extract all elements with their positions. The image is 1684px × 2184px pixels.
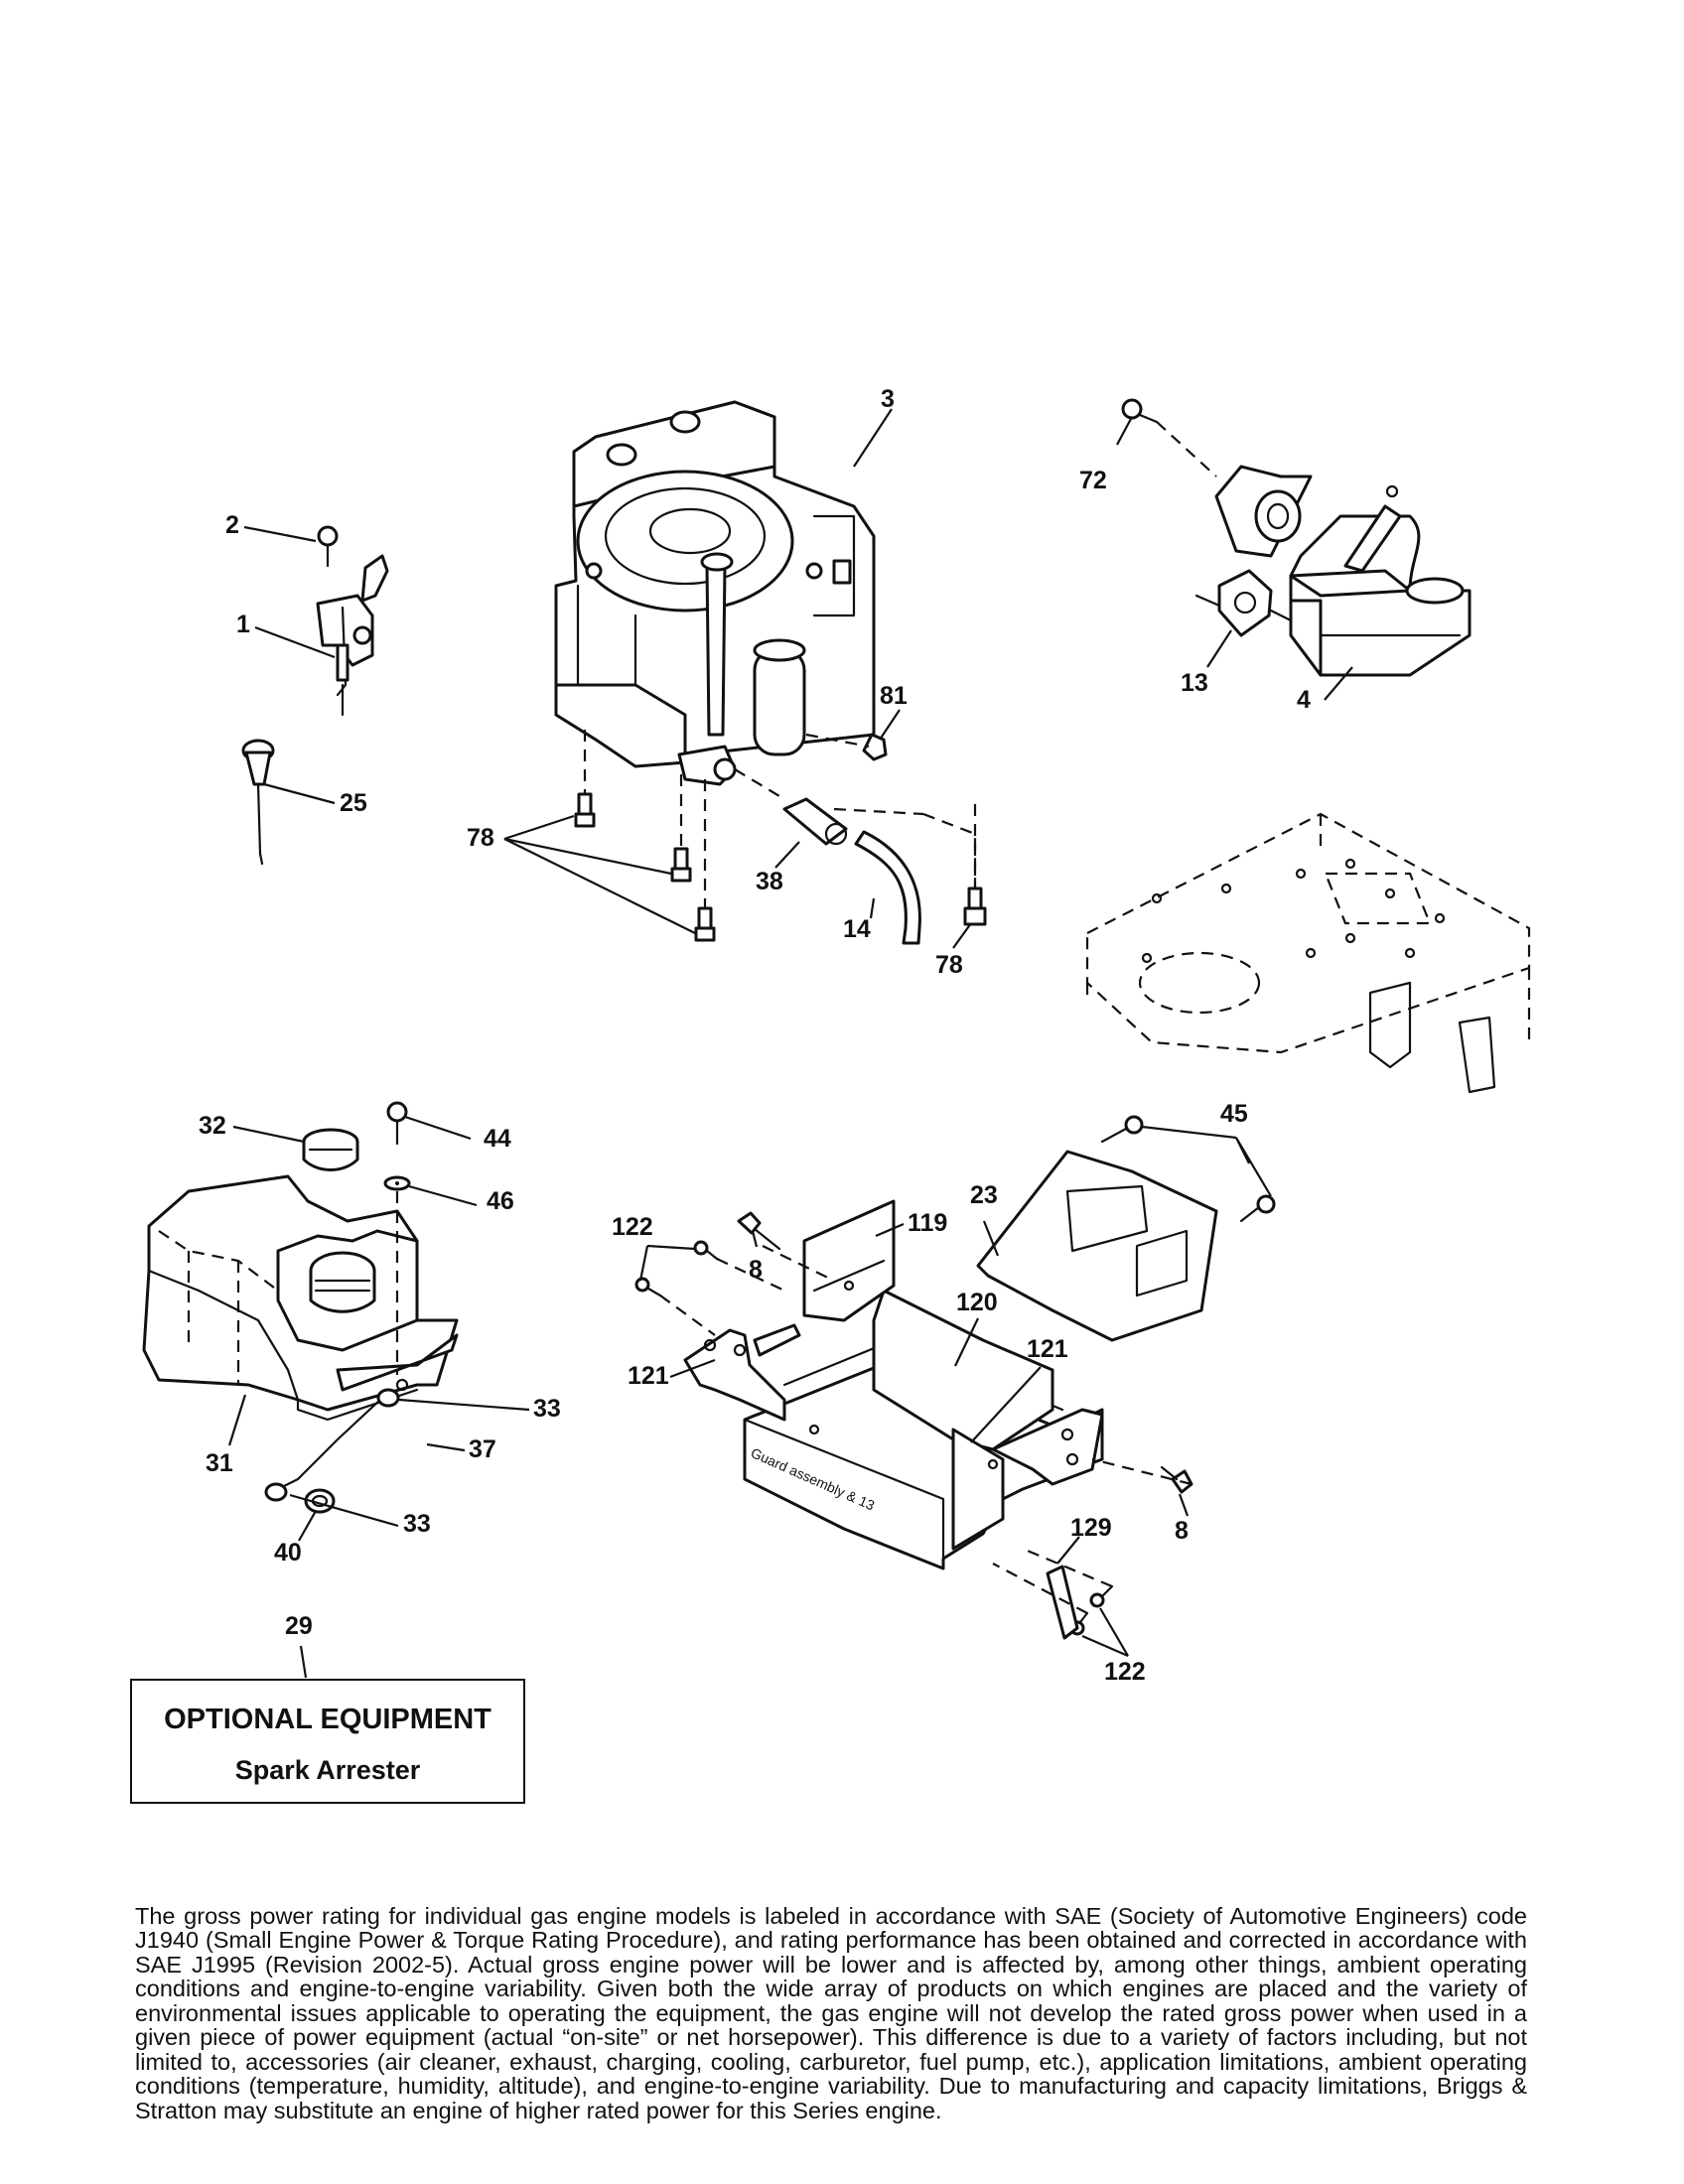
choke-knob-part-25	[241, 739, 275, 866]
callout-40: 40	[274, 1539, 302, 1567]
shield-part-23	[976, 1150, 1218, 1342]
screw-part-44	[386, 1101, 408, 1146]
callout-23: 23	[970, 1181, 998, 1209]
leader-lines	[227, 408, 1353, 1679]
callout-3: 3	[881, 385, 895, 413]
callout-8-bottom: 8	[1175, 1517, 1189, 1545]
callout-119: 119	[908, 1209, 948, 1237]
bracket-part-119	[753, 1199, 896, 1357]
fuel-tank-part-31	[142, 1174, 459, 1422]
muffler-part-4	[1214, 465, 1472, 677]
clamp-part-33	[264, 1388, 400, 1502]
callout-29: 29	[285, 1612, 313, 1640]
fuel-line-part-14	[854, 830, 921, 945]
callout-121-left: 121	[628, 1362, 669, 1390]
callout-121-right: 121	[1027, 1335, 1068, 1363]
callout-31: 31	[206, 1449, 233, 1477]
washer-part-46	[383, 1175, 411, 1191]
bolts-part-45	[1100, 1115, 1276, 1223]
callout-129: 129	[1070, 1514, 1112, 1542]
power-rating-disclaimer: The gross power rating for individual ga…	[135, 1902, 1527, 2123]
callout-32: 32	[199, 1112, 226, 1140]
callout-37: 37	[469, 1435, 496, 1463]
optional-equipment-title: OPTIONAL EQUIPMENT	[164, 1704, 491, 1735]
callout-14: 14	[843, 915, 871, 943]
fuel-line-part-37	[276, 1398, 382, 1491]
callout-44: 44	[484, 1125, 511, 1153]
callout-78-engine: 78	[467, 824, 494, 852]
callout-78-line: 78	[935, 951, 963, 979]
gasket-part-13	[1194, 569, 1293, 637]
callout-122-top: 122	[612, 1213, 653, 1241]
callout-25: 25	[340, 789, 367, 817]
callout-1: 1	[236, 611, 250, 638]
engine-part-3	[554, 400, 876, 786]
callout-72: 72	[1079, 467, 1107, 494]
guard-assembly-part-120	[743, 1289, 1104, 1570]
optional-equipment-box: OPTIONAL EQUIPMENT Spark Arrester	[130, 1679, 525, 1804]
frame-reference	[1085, 812, 1531, 1094]
fuel-filter-part-38	[782, 797, 848, 846]
nut-part-81	[862, 733, 888, 761]
callout-2: 2	[225, 511, 239, 539]
bolts-part-78	[574, 730, 987, 942]
callout-46: 46	[487, 1187, 514, 1215]
bracket-part-121	[683, 1328, 786, 1422]
throttle-control-part-1	[316, 525, 389, 717]
callout-81: 81	[880, 682, 908, 710]
callout-33-top: 33	[533, 1395, 561, 1423]
callout-13: 13	[1181, 669, 1208, 697]
screws-part-122	[634, 1240, 1114, 1636]
bolt-part-72	[1121, 398, 1217, 478]
callout-4: 4	[1297, 686, 1311, 714]
callout-8-top: 8	[749, 1256, 763, 1284]
fuel-cap-part-32	[302, 1128, 359, 1171]
callout-33-bottom: 33	[403, 1510, 431, 1538]
callout-38: 38	[756, 868, 783, 895]
callout-120: 120	[956, 1289, 998, 1316]
strip-part-129	[1046, 1565, 1079, 1640]
callout-45: 45	[1220, 1100, 1248, 1128]
callout-122-bottom: 122	[1104, 1658, 1146, 1686]
optional-equipment-item: Spark Arrester	[234, 1755, 421, 1785]
